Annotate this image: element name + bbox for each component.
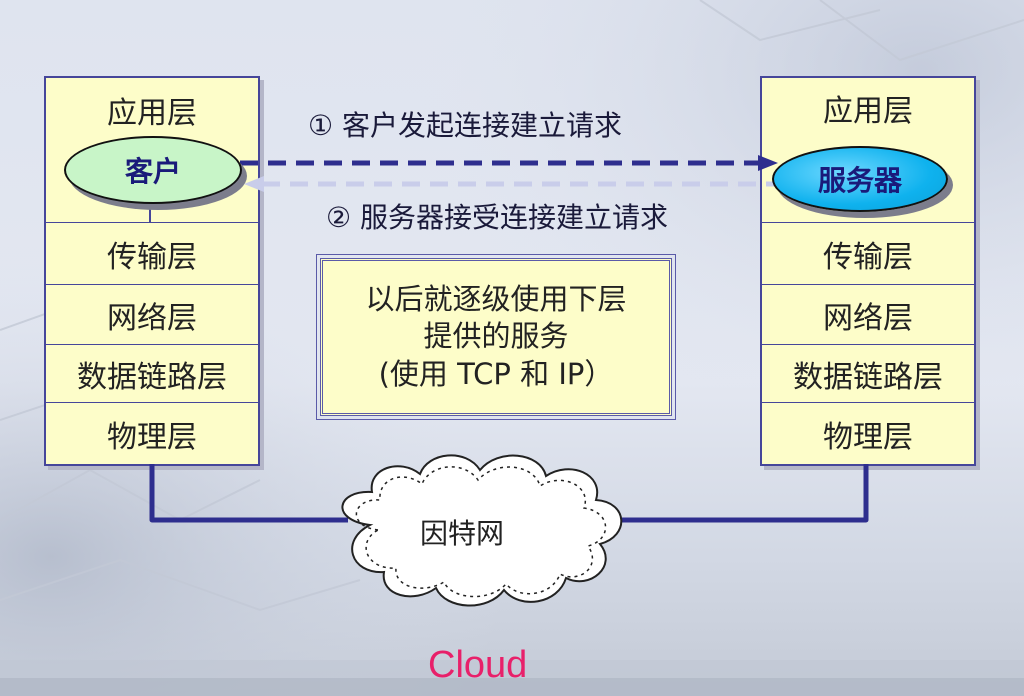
- internet-label: 因特网: [420, 517, 505, 550]
- server-layer-network: 网络层: [762, 284, 974, 345]
- info-box: 以后就逐级使用下层 提供的服务 (使用 TCP 和 IP）: [316, 254, 676, 420]
- client-layer-application: 应用层: [107, 96, 197, 131]
- client-layer-network: 网络层: [46, 284, 258, 345]
- info-line-1: 以后就逐级使用下层: [365, 282, 627, 317]
- server-layer-transport: 传输层: [762, 222, 974, 285]
- client-layer-transport: 传输层: [46, 222, 258, 285]
- request-label: ① 客户发起连接建立请求: [308, 109, 623, 142]
- info-line-2: 提供的服务: [423, 319, 569, 354]
- server-layer-application: 应用层: [823, 94, 913, 129]
- server-node: 服务器: [772, 146, 948, 212]
- internet-cloud-icon: [341, 454, 623, 607]
- server-physical-link: [610, 464, 869, 523]
- client-layer-physical: 物理层: [46, 402, 258, 465]
- request-arrowhead: [758, 155, 778, 171]
- client-physical-link: [149, 464, 348, 523]
- accept-label: ② 服务器接受连接建立请求: [326, 201, 669, 234]
- cloud-caption: Cloud: [428, 644, 528, 686]
- server-layer-datalink: 数据链路层: [762, 344, 974, 403]
- server-protocol-stack: 应用层 传输层 网络层 数据链路层 物理层: [760, 76, 976, 466]
- client-layer-datalink: 数据链路层: [46, 344, 258, 403]
- info-line-3: (使用 TCP 和 IP）: [378, 356, 614, 391]
- accept-arrowhead: [244, 176, 264, 192]
- client-node: 客户: [64, 136, 242, 204]
- server-layer-physical: 物理层: [762, 402, 974, 465]
